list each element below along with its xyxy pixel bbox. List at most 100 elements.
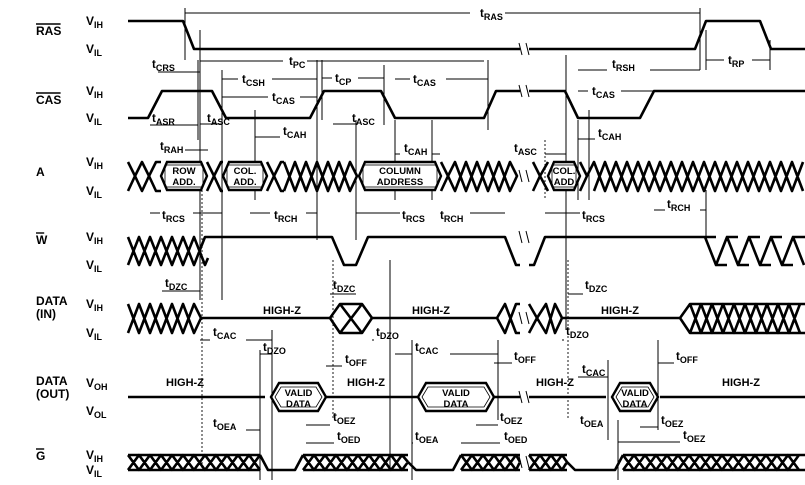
timing-parameter-trp: tRP xyxy=(728,55,744,69)
timing-parameter-tasc: tASC xyxy=(514,143,537,157)
voltage-level-low: VIL xyxy=(86,184,103,200)
timing-parameter-tcas: tCAS xyxy=(272,92,295,106)
timing-arrows xyxy=(150,12,770,444)
timing-parameter-trcs: tRCS xyxy=(402,210,425,224)
high-z-label: HIGH-Z xyxy=(601,305,639,317)
timing-parameter-tdzo: tDZO xyxy=(566,326,589,340)
timing-parameter-tcac: tCAC xyxy=(415,342,439,356)
address-box-label: ADDRESS xyxy=(377,177,423,188)
address-box: COL.ADD. xyxy=(221,160,269,192)
signal-name: W xyxy=(36,233,48,247)
cas-waveform xyxy=(128,89,805,120)
timing-parameter-toed: tOED xyxy=(504,431,528,445)
timing-parameter-trch: tRCH xyxy=(440,210,463,224)
timing-parameter-toff: tOFF xyxy=(676,351,698,365)
timing-parameter-trah: tRAH xyxy=(160,141,183,155)
high-z-label: HIGH-Z xyxy=(412,305,450,317)
timing-parameter-tcah: tCAH xyxy=(598,128,621,142)
timing-parameter-toez: tOEZ xyxy=(683,430,706,444)
signal-name: G xyxy=(36,449,45,463)
timing-parameter-tcas: tCAS xyxy=(413,74,436,88)
signal-name: CAS xyxy=(36,93,61,107)
valid-data-label: VALID xyxy=(285,388,313,399)
timing-parameter-toea: tOEA xyxy=(580,415,604,429)
timing-parameter-trcs: tRCS xyxy=(582,210,605,224)
voltage-level-high: VOH xyxy=(86,376,108,392)
high-z-label: HIGH-Z xyxy=(536,377,574,389)
voltage-level-low: VIL xyxy=(86,111,103,127)
high-z-label: HIGH-Z xyxy=(263,305,301,317)
signal-name: A xyxy=(36,165,45,179)
address-waveform xyxy=(126,160,805,193)
address-box-label: COLUMN xyxy=(379,166,421,177)
voltage-level-high: VIH xyxy=(86,155,103,171)
timing-parameter-toez: tOEZ xyxy=(500,412,523,426)
voltage-level-low: VOL xyxy=(86,404,107,420)
timing-parameter-tcah: tCAH xyxy=(404,143,427,157)
valid-data-label: VALID xyxy=(442,388,470,399)
timing-parameter-trch: tRCH xyxy=(667,199,690,213)
signal-name: RAS xyxy=(36,24,61,38)
timing-parameter-tras: tRAS xyxy=(480,8,503,22)
timing-parameter-tcac: tCAC xyxy=(582,364,606,378)
timing-parameter-toff: tOFF xyxy=(514,351,536,365)
timing-parameter-tcrs: tCRS xyxy=(152,59,175,73)
timing-parameter-toff: tOFF xyxy=(345,354,367,368)
high-z-label: HIGH-Z xyxy=(722,377,760,389)
voltage-level-high: VIH xyxy=(86,84,103,100)
signal-din: DATA(IN) VIH VIL xyxy=(36,294,103,342)
timing-parameter-tasc: tASC xyxy=(207,113,230,127)
address-box-label: ROW xyxy=(172,166,195,177)
timing-parameter-tdzc: tDZC xyxy=(333,280,356,294)
timing-parameter-toez: tOEZ xyxy=(333,412,356,426)
write-waveform xyxy=(126,235,805,267)
signal-cas: CAS VIH VIL xyxy=(36,84,103,127)
timing-parameter-tdzc: tDZC xyxy=(585,280,608,294)
voltage-level-high: VIH xyxy=(86,297,103,313)
high-z-label: HIGH-Z xyxy=(347,377,385,389)
address-box-label: ADD xyxy=(554,177,575,188)
timing-parameter-tdzc: tDZC xyxy=(165,278,188,292)
high-z-labels: HIGH-Z HIGH-Z HIGH-Z HIGH-Z HIGH-Z HIGH-Z HIGH… xyxy=(166,305,760,389)
timing-parameter-tasr: tASR xyxy=(152,113,175,127)
high-z-label: HIGH-Z xyxy=(166,377,204,389)
voltage-level-low: VIL xyxy=(86,258,103,274)
valid-data-label: VALID xyxy=(621,388,649,399)
valid-data-label: DATA xyxy=(623,399,648,410)
timing-parameter-tcsh: tCSH xyxy=(242,74,265,88)
signal-name: (IN) xyxy=(36,307,56,321)
signal-addr: A VIH VIL xyxy=(36,155,103,200)
timing-parameter-toez: tOEZ xyxy=(661,415,684,429)
timing-parameter-trsh: tRSH xyxy=(612,59,635,73)
timing-parameter-tcah: tCAH xyxy=(283,126,306,140)
timing-parameter-tdzo: tDZO xyxy=(263,342,286,356)
timing-parameter-tdzo: tDZO xyxy=(376,327,399,341)
timing-parameter-tcac: tCAC xyxy=(213,327,237,341)
timing-parameter-trcs: tRCS xyxy=(162,210,185,224)
timing-parameter-toea: tOEA xyxy=(213,418,237,432)
output-enable-waveform xyxy=(126,453,805,472)
voltage-level-low: VIL xyxy=(86,42,103,58)
address-box-label: COL. xyxy=(234,166,257,177)
timing-parameter-toed: tOED xyxy=(337,431,361,445)
signal-name: DATA xyxy=(36,294,68,308)
address-box-label: COL. xyxy=(553,166,576,177)
timing-parameter-tpc: tPC xyxy=(289,56,306,70)
address-box: COL.ADD xyxy=(546,160,582,192)
address-box-label: ADD. xyxy=(172,177,195,188)
voltage-level-low: VIL xyxy=(86,326,103,342)
data-in-waveform xyxy=(126,302,805,335)
break-marks xyxy=(518,42,530,469)
signal-name: (OUT) xyxy=(36,387,69,401)
ras-waveform xyxy=(128,19,805,51)
